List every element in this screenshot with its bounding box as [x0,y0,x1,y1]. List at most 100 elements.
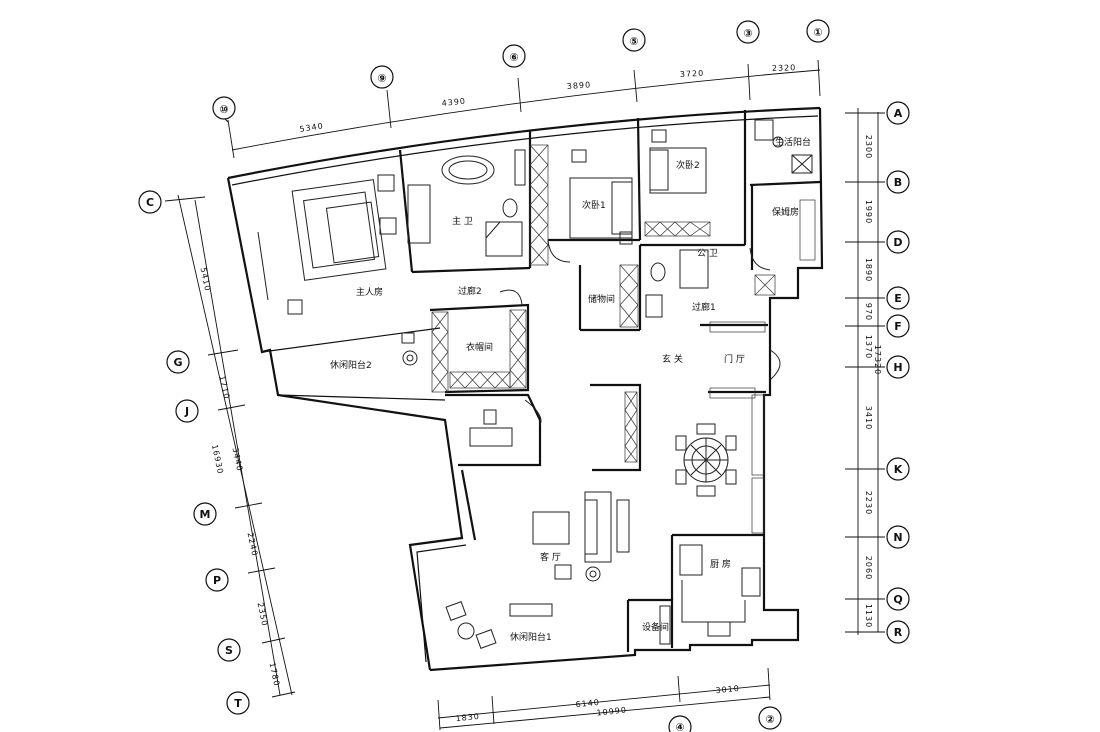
axis-bubble-J [175,399,199,423]
axis-bubble-A [886,101,910,125]
axis-label-2: ② [765,713,774,726]
axis-label-10: ⑩ [219,103,228,116]
dim-left-6: 1780 [268,662,282,688]
dim-left-1: 5410 [199,267,213,293]
room-maid-room: 保姆房 [772,206,799,218]
axis-label-3: ③ [743,27,752,40]
dim-left-3: 3440 [231,447,245,473]
dim-left-4: 2240 [246,532,260,558]
dim-right-3: 1890 [864,258,873,282]
furniture [257,119,813,649]
bottom-axis-bubbles: ④ ② [668,706,782,732]
axis-label-1: ① [813,26,822,39]
dim-right-6: 3410 [864,406,873,430]
room-equipment-room: 设备间 [642,621,669,633]
dim-right-7: 2230 [864,491,873,515]
dim-bottom-total: 10990 [596,705,627,717]
dim-right-2: 1990 [864,200,873,224]
room-leisure-balcony2: 休闲阳台2 [330,359,372,371]
dim-right-9: 1130 [864,604,873,628]
axis-label-H: H [893,361,902,374]
dim-left-2: 1710 [218,375,232,401]
dim-top-2: 4390 [441,96,466,107]
axis-label-4: ④ [675,721,684,732]
axis-bubble-M [193,502,217,526]
room-public-bath: 公 卫 [697,248,718,259]
dim-top-5: 2320 [772,63,797,73]
room-master-bedroom: 主人房 [356,286,383,298]
axis-bubble-G [166,350,190,374]
axis-bubble-6 [502,44,526,68]
room-walkin-closet: 衣帽间 [466,341,493,353]
axis-label-G: G [173,356,182,369]
room-foyer-left: 玄 关 [662,353,683,365]
axis-bubble-9 [370,65,394,89]
dim-left-total: 16930 [210,444,225,476]
axis-bubble-R [886,620,910,644]
right-axis-bubbles: A B D E F H K N Q R [886,101,910,644]
room-labels: 主人房 主 卫 次卧1 次卧2 生活阳台 保姆房 过廊2 储物间 公 卫 过廊1… [330,136,811,643]
room-utility-balcony: 生活阳台 [775,136,811,148]
room-corridor2: 过廊2 [458,285,482,297]
dim-top-4: 3720 [680,69,705,79]
axis-label-N: N [893,531,902,544]
room-foyer-right: 门 厅 [724,353,745,365]
outer-walls [226,106,824,672]
axis-bubble-4 [668,715,692,732]
axis-bubble-1 [806,19,830,43]
dim-right-8: 2060 [864,556,873,580]
room-master-bath: 主 卫 [452,215,473,227]
right-dimension-line: 2300 1990 1890 970 1370 3410 2230 2060 1… [845,108,885,635]
axis-bubble-C [138,190,162,214]
axis-label-5: ⑤ [629,35,638,48]
top-dimension-line: 5340 4390 3890 3720 2320 [227,59,821,159]
axis-bubble-S [217,638,241,662]
dim-right-total: 17320 [873,345,882,375]
axis-label-R: R [894,626,903,639]
room-bedroom2: 次卧2 [676,159,700,171]
axis-bubble-10 [212,96,236,120]
room-corridor1: 过廊1 [692,301,716,313]
bottom-dimension-line: 1830 6140 3010 10990 [437,667,771,731]
axis-label-B: B [894,176,902,189]
dim-left-5: 2350 [256,602,270,628]
axis-label-K: K [894,463,903,476]
top-axis-bubbles: ⑩ ⑨ ⑥ ⑤ ③ ① [212,19,830,123]
axis-bubble-T [226,691,250,715]
room-leisure-balcony1: 休闲阳台1 [510,631,552,643]
axis-label-S: S [225,644,233,657]
axis-bubble-Q [886,587,910,611]
dim-bottom-3: 3010 [715,684,740,695]
interior-walls [398,110,821,652]
axis-bubble-K [886,457,910,481]
axis-label-6: ⑥ [509,51,518,64]
axis-bubble-B [886,170,910,194]
axis-bubble-F [886,314,910,338]
axis-label-Q: Q [893,593,902,606]
left-dimension-line: 5410 1710 3440 2240 2350 1780 16930 [164,194,296,698]
axis-label-J: J [184,405,189,418]
axis-bubble-P [205,568,229,592]
dim-right-5: 1370 [864,335,873,359]
axis-label-E: E [894,292,902,305]
axis-label-D: D [893,236,902,249]
axis-label-A: A [894,107,903,120]
axis-label-P: P [213,574,221,587]
axis-bubble-2 [758,706,782,730]
axis-bubble-H [886,355,910,379]
axis-label-C: C [146,196,154,209]
left-axis-bubbles: C G J M P S T [138,190,250,715]
dim-top-1: 5340 [299,121,324,134]
dim-bottom-1: 1830 [455,712,480,723]
dim-right-1: 2300 [864,135,873,159]
room-living-room: 客 厅 [540,551,561,563]
axis-bubble-3 [736,20,760,44]
axis-bubble-E [886,286,910,310]
wardrobe-hatches [431,144,816,534]
axis-bubble-5 [622,28,646,52]
axis-label-T: T [234,697,242,710]
room-kitchen: 厨 房 [710,558,731,570]
axis-bubble-N [886,525,910,549]
room-bedroom1: 次卧1 [582,199,606,211]
